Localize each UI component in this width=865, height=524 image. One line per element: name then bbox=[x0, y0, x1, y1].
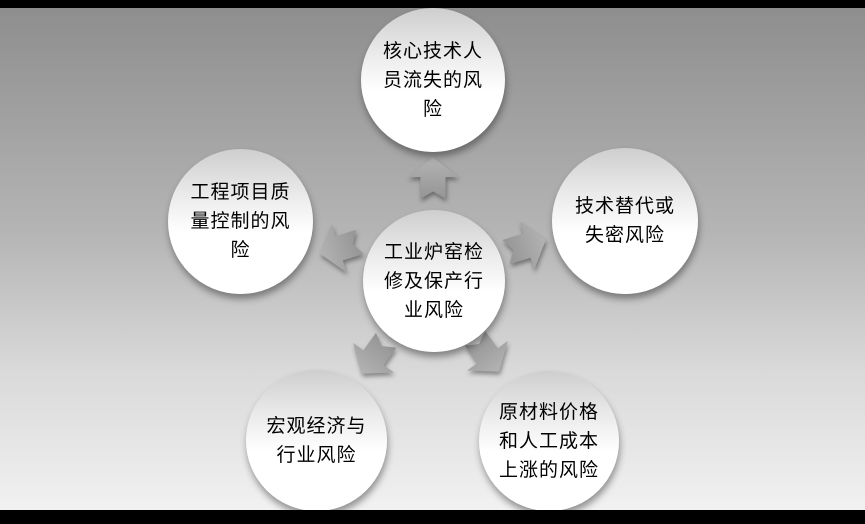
block-arrow-upper-left-icon bbox=[313, 224, 367, 273]
node-label: 工程项目质 量控制的风 险 bbox=[190, 182, 291, 261]
node-industry-risk-center: 工业炉窑检 修及保产行 业风险 bbox=[363, 210, 505, 352]
block-arrow-up-icon bbox=[406, 157, 460, 199]
node-macro-economy-industry-risk: 宏观经济与 行业风险 bbox=[246, 370, 387, 510]
letterbox-bottom-bar bbox=[0, 510, 865, 524]
node-project-quality-control-risk: 工程项目质 量控制的风 险 bbox=[168, 149, 313, 294]
letterbox-top-bar bbox=[0, 0, 865, 8]
node-label: 原材料价格 和人工成本 上涨的风险 bbox=[498, 401, 599, 481]
block-arrow-lower-left-icon bbox=[347, 332, 401, 378]
block-arrow-upper-right-icon bbox=[499, 221, 553, 270]
node-core-personnel-loss-risk: 核心技术人 员流失的风 险 bbox=[361, 8, 505, 152]
node-label: 技术替代或 失密风险 bbox=[574, 196, 675, 246]
node-tech-substitution-leak-risk: 技术替代或 失密风险 bbox=[552, 148, 698, 294]
slide-canvas: 核心技术人 员流失的风 险 工程项目质 量控制的风 险 技术替代或 失密风险 宏… bbox=[0, 8, 865, 510]
node-label: 宏观经济与 行业风险 bbox=[266, 415, 367, 466]
node-raw-material-labor-cost-risk: 原材料价格 和人工成本 上涨的风险 bbox=[479, 371, 619, 510]
block-arrow-lower-right-icon bbox=[460, 330, 514, 376]
node-label: 工业炉窑检 修及保产行 业风险 bbox=[383, 241, 484, 321]
node-label: 核心技术人 员流失的风 险 bbox=[382, 40, 483, 120]
